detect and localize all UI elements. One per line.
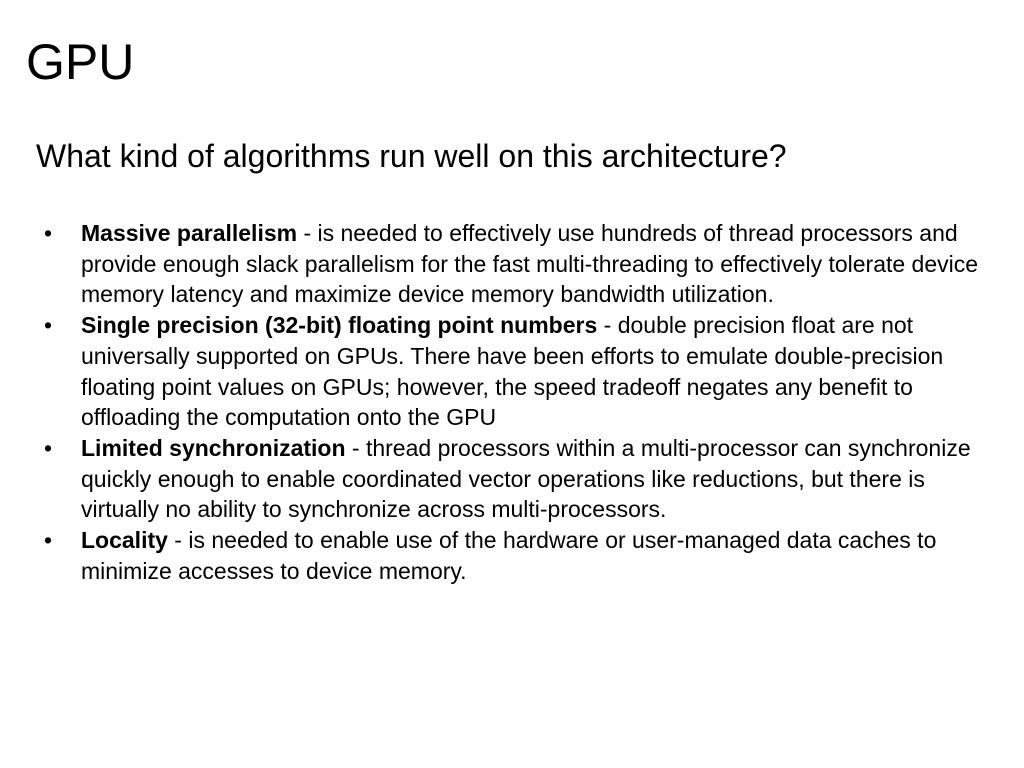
bullet-marker: •: [44, 527, 53, 554]
slide-subtitle: What kind of algorithms run well on this…: [36, 138, 787, 174]
bullet-term: Limited synchronization: [81, 434, 346, 461]
bullet-term: Locality: [81, 527, 168, 554]
bullet-item-single-precision: • Single precision (32-bit) floating poi…: [44, 310, 994, 433]
bullet-list: • Massive parallelism - is needed to eff…: [44, 218, 994, 586]
bullet-text: - double precision float are not univers…: [81, 312, 944, 431]
bullet-text: - is needed to effectively use hundreds …: [81, 220, 979, 308]
bullet-term: Single precision (32-bit) floating point…: [81, 312, 598, 339]
bullet-item-massive-parallelism: • Massive parallelism - is needed to eff…: [44, 218, 994, 310]
bullet-item-limited-synchronization: • Limited synchronization - thread proce…: [44, 433, 994, 525]
bullet-text: - is needed to enable use of the hardwar…: [81, 527, 937, 584]
bullet-item-locality: • Locality - is needed to enable use of …: [44, 525, 994, 586]
bullet-marker: •: [44, 312, 53, 339]
bullet-marker: •: [44, 434, 53, 461]
bullet-marker: •: [44, 220, 53, 246]
bullet-term: Massive parallelism: [81, 220, 298, 246]
slide-title: GPU: [26, 34, 135, 90]
bullet-text: - thread processors within a multi-proce…: [81, 434, 971, 523]
